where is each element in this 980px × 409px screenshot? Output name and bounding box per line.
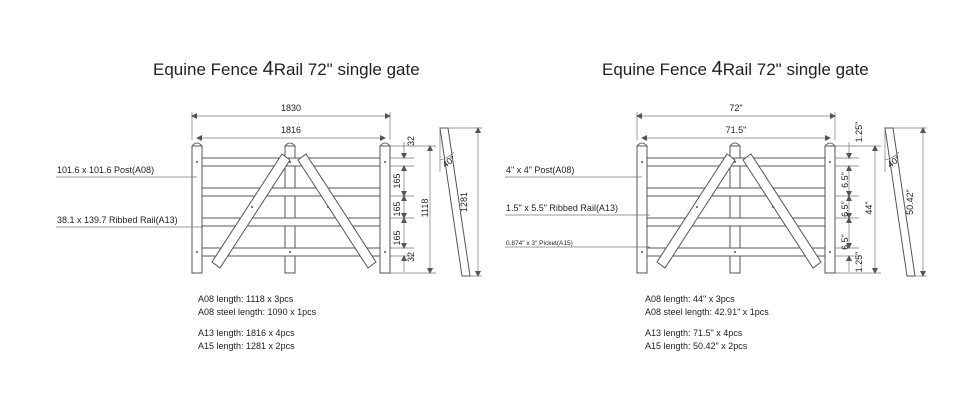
label-post: 4" x 4" Post(A08) bbox=[506, 165, 574, 175]
label-picket: 0.874" x 3" Picket(A15) bbox=[506, 240, 573, 247]
angle-label: 40° bbox=[885, 153, 902, 169]
dim-height: 1118 bbox=[420, 199, 430, 218]
spec-a15-length: A15 length: 50.42" x 2pcs bbox=[645, 341, 748, 351]
dim-picket-length: 50.42" bbox=[905, 189, 915, 215]
dim-bottom-gap: 1.25" bbox=[854, 252, 864, 273]
drawing-title: Equine Fence 4Rail 72" single gate bbox=[153, 58, 420, 80]
drawing-title: Equine Fence 4Rail 72" single gate bbox=[602, 58, 869, 80]
dim-picket-length: 1281 bbox=[459, 192, 469, 212]
dim-top-gap: 1.25" bbox=[854, 122, 864, 143]
dim-rail-gap-1: 6.5" bbox=[840, 172, 850, 188]
dim-bottom-gap: 32 bbox=[406, 252, 416, 262]
spec-a15-length: A15 length: 1281 x 2pcs bbox=[198, 341, 295, 351]
spec-a13-length: A13 length: 71.5" x 4pcs bbox=[645, 328, 743, 338]
spec-a13-length: A13 length: 1816 x 4pcs bbox=[198, 328, 295, 338]
angle-label: 40° bbox=[440, 153, 457, 169]
gate-drawing-metric: Equine Fence 4Rail 72" single gate 1830 … bbox=[56, 58, 482, 351]
dim-rail-gap-2: 165 bbox=[392, 201, 402, 216]
dim-overall-width: 72" bbox=[729, 103, 742, 113]
dim-rail-gap-1: 165 bbox=[392, 173, 402, 188]
dim-rail-gap-3: 6.5" bbox=[840, 234, 850, 250]
gate-elevation bbox=[192, 112, 482, 276]
spec-a08-length: A08 length: 44" x 3pcs bbox=[645, 294, 735, 304]
spec-a08-steel-length: A08 steel length: 42.91" x 1pcs bbox=[645, 307, 769, 317]
dim-overall-width: 1830 bbox=[281, 103, 301, 113]
dim-rail-gap-2: 6.5" bbox=[840, 201, 850, 217]
spec-a08-length: A08 length: 1118 x 3pcs bbox=[198, 294, 294, 304]
dim-gate-width: 71.5" bbox=[726, 125, 747, 135]
label-post: 101.6 x 101.6 Post(A08) bbox=[57, 165, 154, 175]
label-rail: 1.5" x 5.5" Ribbed Rail(A13) bbox=[506, 203, 618, 213]
gate-drawing-imperial: Equine Fence 4Rail 72" single gate 72" 7… bbox=[505, 58, 927, 351]
dim-height: 44" bbox=[864, 201, 874, 214]
dim-rail-gap-3: 165 bbox=[392, 230, 402, 245]
label-rail: 38.1 x 139.7 Ribbed Rail(A13) bbox=[57, 215, 178, 225]
gate-elevation bbox=[637, 112, 927, 276]
dim-gate-width: 1816 bbox=[281, 125, 301, 135]
spec-a08-steel-length: A08 steel length: 1090 x 1pcs bbox=[198, 307, 317, 317]
dim-top-gap: 32 bbox=[406, 136, 416, 146]
